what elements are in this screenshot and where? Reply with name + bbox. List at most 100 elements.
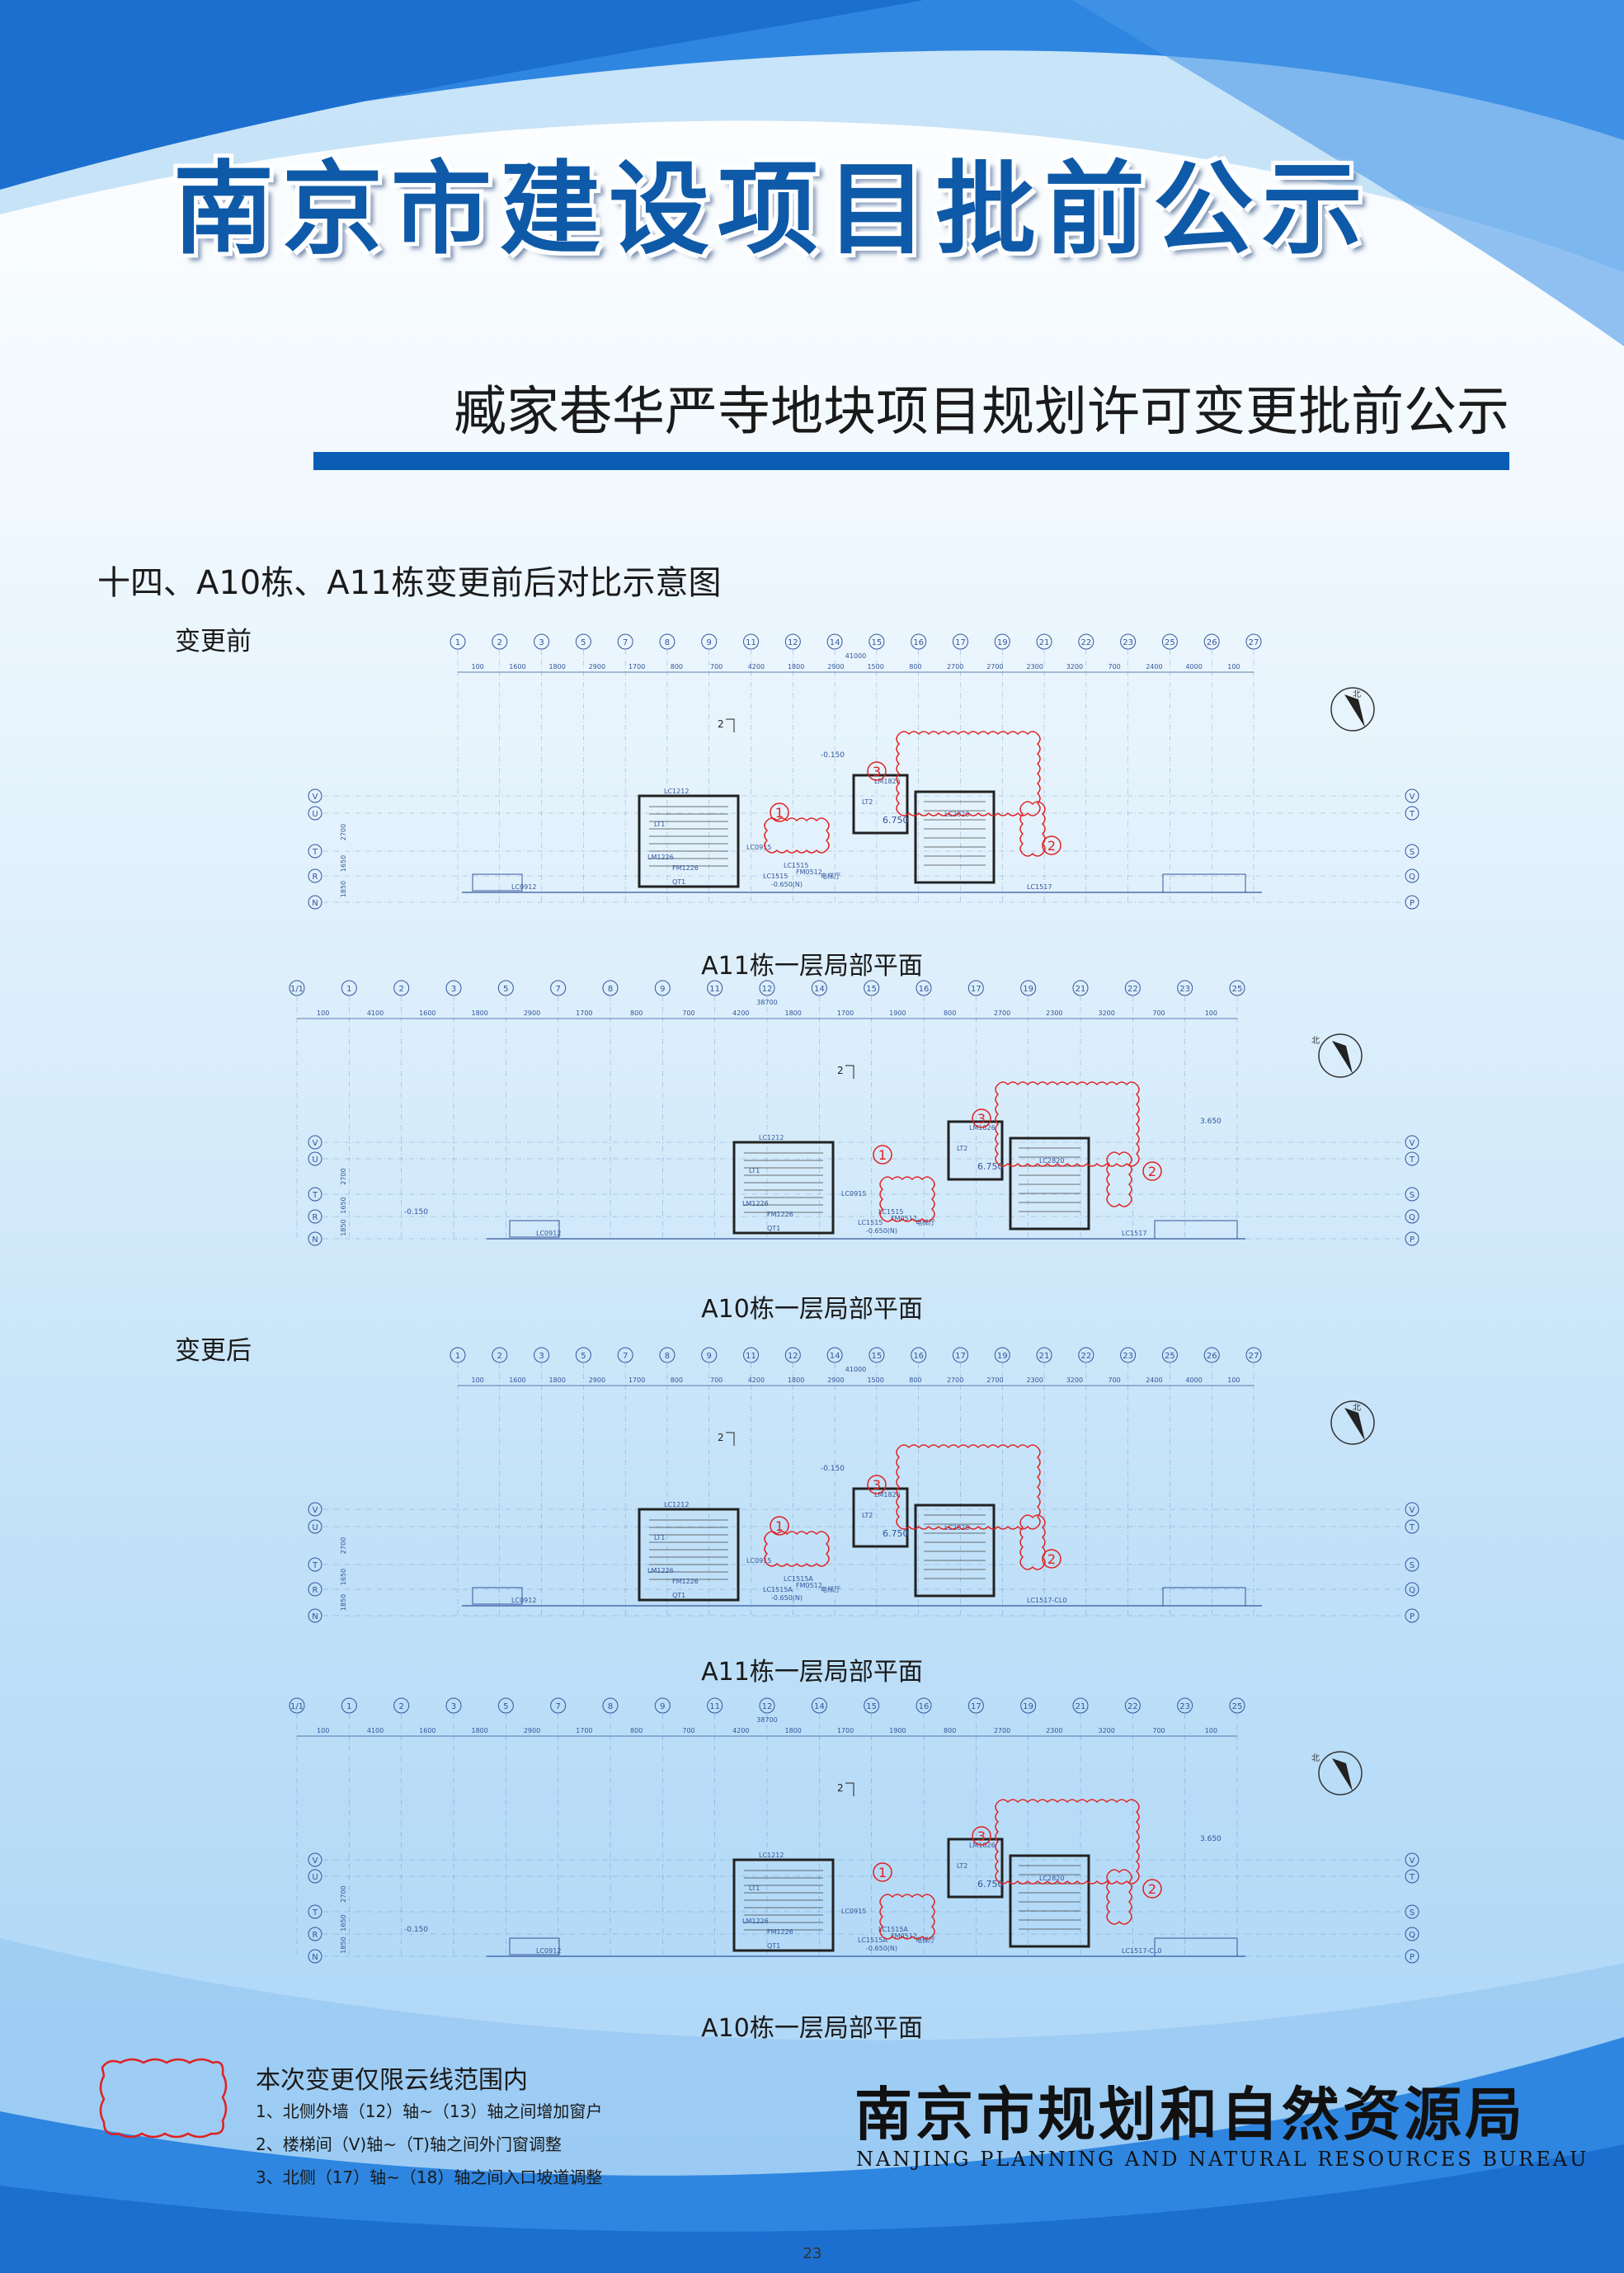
grid-bubble (743, 1347, 760, 1363)
grid-label: 14 (814, 985, 825, 994)
grid-label: V (313, 1857, 318, 1866)
plan-label: 电梯厅 (821, 872, 840, 880)
dimension-value: 800 (671, 1377, 683, 1384)
dimension-value: 2300 (1046, 1009, 1062, 1017)
grid-label: 3 (451, 1702, 456, 1711)
dimension-value: 100 (1205, 1009, 1217, 1017)
grid-bubble (994, 633, 1010, 650)
grid-bubble (1078, 1347, 1094, 1363)
grid-bubble (308, 1151, 322, 1166)
revision-cloud-legend-icon (99, 2058, 228, 2139)
grid-bubble (826, 1347, 843, 1363)
dimension-value: 1600 (419, 1727, 435, 1734)
grid-label: S (1410, 1561, 1415, 1570)
grid-label: 23 (1123, 1352, 1133, 1361)
grid-label: 1 (346, 985, 351, 994)
grid-bubble (701, 1347, 718, 1363)
revision-cloud (896, 731, 1041, 816)
grid-label: 14 (830, 1352, 840, 1361)
overall-dimension: 41000 (845, 652, 866, 660)
plan-label: LT1 (749, 1167, 760, 1174)
grid-bubble (445, 1697, 462, 1714)
revision-cloud (1019, 1514, 1046, 1570)
grid-bubble (1405, 1209, 1419, 1224)
dimension-value: 2400 (1146, 663, 1162, 671)
grid-bubble (994, 1347, 1010, 1363)
dimension-value: 100 (1205, 1727, 1217, 1734)
grid-label: 3 (539, 638, 544, 647)
grid-bubble (308, 1519, 322, 1534)
grid-label: T (1409, 1523, 1415, 1532)
grid-label: Q (1409, 1213, 1415, 1222)
dimension-value: 2700 (986, 1377, 1003, 1384)
after-label: 变更后 (175, 1336, 252, 1366)
plan-caption: A10栋一层局部平面 (701, 1295, 923, 1324)
grid-bubble (868, 633, 885, 650)
grid-bubble (1120, 1347, 1137, 1363)
dimension-value: 4200 (732, 1727, 749, 1734)
plan-label: LC1515 (858, 1219, 883, 1226)
grid-label: S (1410, 1908, 1415, 1918)
grid-label: 22 (1127, 1702, 1138, 1711)
section-mark: 2 (837, 1065, 844, 1076)
plan-label: LC1515 (763, 873, 788, 880)
grid-label: 14 (814, 1702, 825, 1711)
grid-bubble (1405, 1187, 1419, 1202)
revision-cloud (879, 1894, 935, 1940)
equipment-block (1162, 1587, 1246, 1607)
grid-bubble (1124, 1697, 1141, 1714)
revision-marker-circle (867, 761, 887, 781)
grid-label: 7 (555, 1702, 560, 1711)
plan-label: LC2820 (1039, 1875, 1064, 1882)
grid-bubble (1405, 1608, 1419, 1623)
dimension-value: 100 (1227, 663, 1240, 671)
grid-bubble (659, 1347, 675, 1363)
grid-label: N (312, 899, 318, 908)
grid-bubble (393, 980, 410, 996)
grid-label: 27 (1249, 1352, 1259, 1361)
dimension-value: 1800 (548, 663, 565, 671)
revision-marker-circle (867, 1475, 887, 1494)
dimension-value: 4200 (732, 1009, 749, 1017)
grid-label: 19 (997, 638, 1008, 647)
plan-label: LC0912 (536, 1230, 561, 1237)
dimension-value: 1500 (867, 663, 883, 671)
lift-shaft (947, 1838, 1004, 1899)
revision-cloud (764, 1531, 830, 1567)
grid-label: U (312, 1523, 318, 1532)
subtitle-rule (313, 452, 1509, 470)
row-dimension: 1650 (340, 1914, 347, 1931)
grid-bubble (308, 806, 322, 821)
revision-marker-number: 2 (1148, 1164, 1156, 1179)
plan-label: -0.150 (821, 1465, 845, 1473)
grid-bubble (308, 1187, 322, 1202)
plan-label: -0.150 (404, 1208, 428, 1217)
grid-bubble (308, 1582, 322, 1597)
plan-label: LT1 (749, 1885, 760, 1892)
north-label: 北 (1311, 1753, 1320, 1763)
revision-marker-circle (1142, 1161, 1162, 1181)
grid-label: T (312, 1561, 318, 1570)
grid-bubble (759, 980, 775, 996)
grid-label: 7 (623, 1352, 628, 1361)
grid-bubble (534, 633, 550, 650)
grid-label: 21 (1076, 1702, 1086, 1711)
stair-block (509, 1937, 560, 1955)
dimension-value: 4000 (1185, 663, 1202, 671)
grid-label: R (313, 1213, 318, 1222)
grid-label: 2 (398, 985, 403, 994)
row-dimension: 2700 (340, 1885, 347, 1902)
grid-label: 3 (451, 985, 456, 994)
grid-label: 11 (709, 985, 720, 994)
plan-label: -0.650(N) (771, 881, 803, 888)
revision-cloud (764, 817, 830, 854)
revision-cloud (1106, 1869, 1132, 1925)
grid-label: 11 (746, 638, 756, 647)
grid-label: 19 (997, 1352, 1008, 1361)
dimension-value: 800 (944, 1009, 956, 1017)
grid-bubble (1405, 1949, 1419, 1964)
stair-core-2 (1009, 1136, 1090, 1231)
grid-label: 16 (913, 1352, 924, 1361)
dimension-value: 800 (909, 663, 921, 671)
